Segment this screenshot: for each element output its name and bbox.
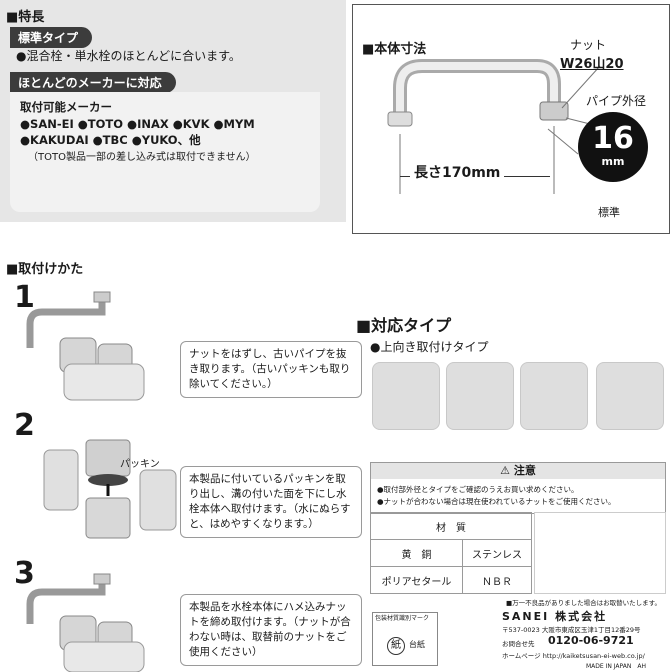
type-thumb-3: [520, 362, 588, 430]
step3-text: 本製品を水栓本体にハメ込みナットを締め取付けます。（ナットが合わない時は、取替前…: [180, 594, 362, 666]
recycle-title: 包装材質識別マーク: [375, 615, 430, 622]
phone-number: 0120-06-9721: [548, 634, 634, 647]
step2-illustration: [43, 439, 177, 539]
pipe-size-badge: 16 mm: [578, 112, 648, 182]
pipe-drawing: [387, 59, 601, 194]
maker-line1: ●SAN-EI ●TOTO ●INAX ●KVK ●MYM: [20, 117, 255, 131]
barcode-area: [534, 512, 666, 594]
type-thumb-1: [372, 362, 440, 430]
step1-number: 1: [14, 280, 35, 315]
recycle-box: 包装材質識別マーク 紙 台紙: [372, 612, 438, 666]
material-value-1: ステンレス: [462, 539, 532, 567]
standard-type-pill: 標準タイプ: [10, 27, 93, 48]
nut-label: ナット: [570, 38, 607, 52]
recycle-label: 台紙: [409, 640, 425, 649]
maker-title: 取付可能メーカー: [20, 100, 112, 114]
pipe-value: 16: [592, 121, 634, 156]
company-address: 〒537-0023 大阪市東成区玉津1丁目12番29号: [502, 626, 641, 634]
length-label: 長さ170mm: [410, 166, 505, 180]
features-heading: ■特長: [6, 10, 45, 25]
caution-line1: ●取付部外径とタイプをご確認のうえお買い求めください。: [377, 485, 579, 494]
caution-title: ⚠ 注意: [371, 463, 665, 479]
nut-size: W26山20: [560, 57, 624, 72]
pipe-unit: mm: [601, 155, 625, 168]
step1-text: ナットをはずし、古いパイプを抜き取ります。（古いパッキンも取り除いてください。）: [180, 341, 362, 398]
pipe-label: パイプ外径: [586, 94, 647, 108]
packing-label: パッキン: [120, 459, 160, 470]
install-heading: ■取付けかた: [6, 262, 84, 277]
maker-pill: ほとんどのメーカーに対応: [10, 72, 176, 93]
type-thumb-4: [596, 362, 664, 430]
material-header: 材 質: [370, 512, 532, 540]
caution-line2: ●ナットが合わない場合は現在使われているナットをご使用ください。: [377, 497, 616, 506]
material-value-2: ＮＢＲ: [462, 566, 532, 594]
step1-illustration: [26, 291, 145, 401]
standard-label: 標準: [598, 206, 620, 219]
phone-label: お問合せ先: [502, 640, 535, 648]
types-sub: ●上向き取付けタイプ: [370, 340, 489, 354]
material-table: 材 質 黄 銅 ステンレス ポリアセタール ＮＢＲ: [369, 512, 532, 594]
maker-note: （TOTO製品一部の差し込み式は取付できません）: [28, 152, 256, 163]
warning-note: ■万一不良品がありました場合はお取替いたします。: [506, 599, 661, 607]
dimensions-heading: ■本体寸法: [362, 42, 427, 57]
standard-type-text: ●混合栓・単水栓のほとんどに合います。: [16, 49, 241, 63]
material-part-2: ポリアセタール: [369, 566, 464, 594]
website: ホームページ http://kaiketsusan-ei-web.co.jp/: [502, 652, 645, 660]
type-thumb-2: [446, 362, 514, 430]
made-in: MADE IN JAPAN AH: [586, 663, 646, 670]
step2-number: 2: [14, 408, 35, 443]
company-name: SANEI 株式会社: [502, 610, 608, 623]
step3-number: 3: [14, 556, 35, 591]
recycle-mark: 紙: [387, 637, 405, 655]
maker-box: 取付可能メーカー ●SAN-EI ●TOTO ●INAX ●KVK ●MYM ●…: [10, 92, 320, 212]
maker-line2: ●KAKUDAI ●TBC ●YUKO、他: [20, 133, 201, 147]
step2-text: 本製品に付いているパッキンを取り出し、溝の付いた面を下にし水栓本体へ取付けます。…: [180, 466, 362, 538]
step3-illustration: [26, 573, 145, 672]
material-part-1: 黄 銅: [369, 539, 464, 567]
types-heading: ■対応タイプ: [356, 316, 452, 335]
caution-box: ⚠ 注意 ●取付部外径とタイプをご確認のうえお買い求めください。 ●ナットが合わ…: [370, 462, 666, 514]
